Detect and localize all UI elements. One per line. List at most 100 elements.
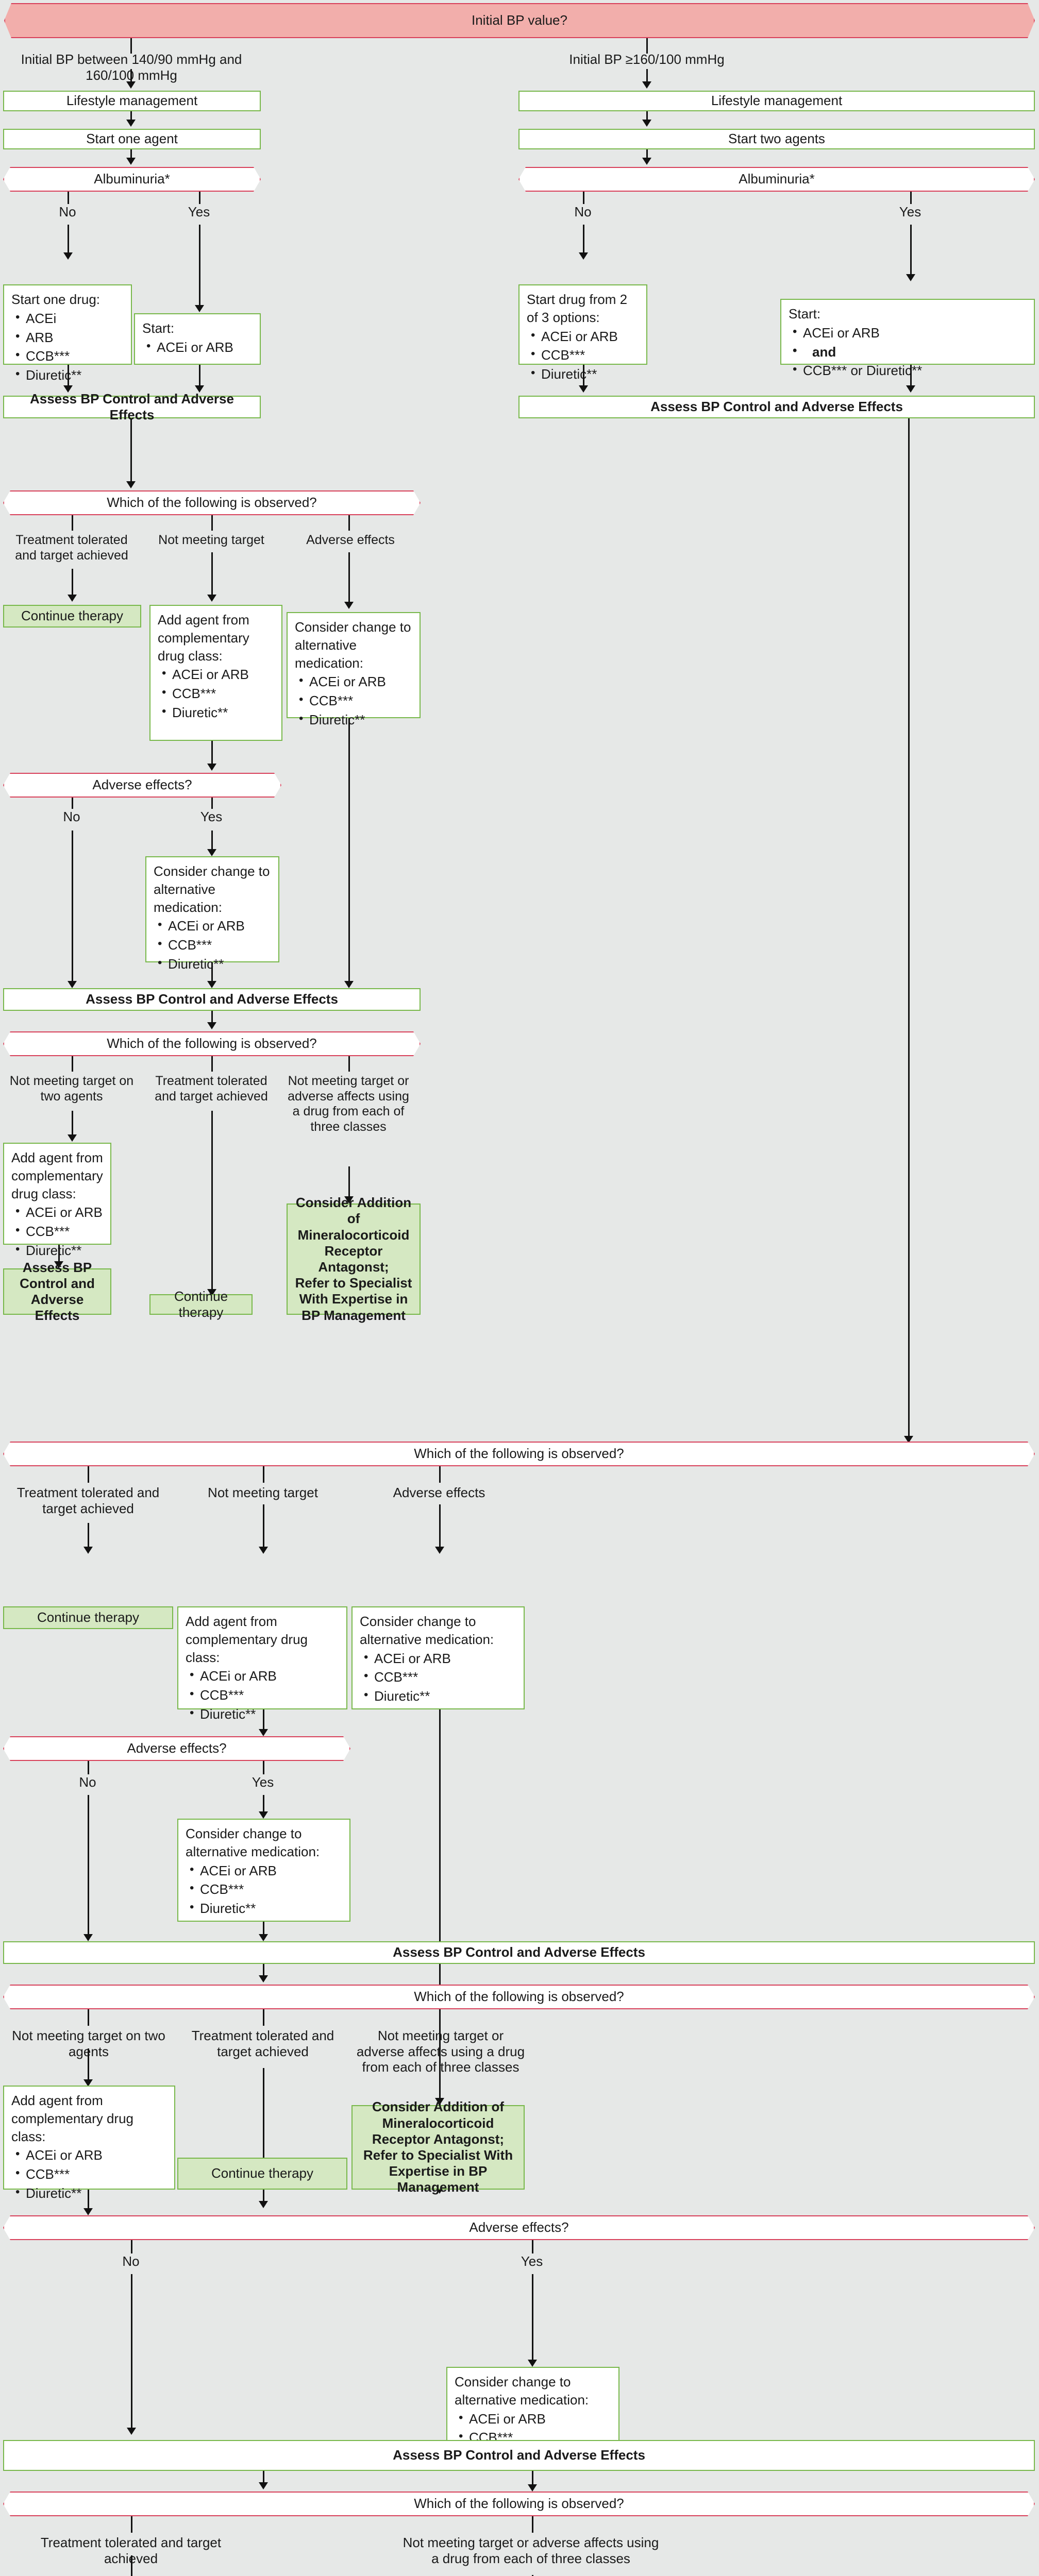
process-s4-add-agent[interactable]: Add agent from complementary drug class:… (177, 1606, 347, 1722)
list-item: ARB (11, 328, 124, 347)
connector (263, 1964, 264, 1977)
connector (199, 365, 200, 387)
decision-s5-adverse-effects[interactable]: Adverse effects? (3, 2215, 1035, 2240)
process-right-lifestyle[interactable]: Lifestyle management (518, 91, 1035, 111)
arrowhead (207, 981, 216, 988)
process-s2-add-agent[interactable]: Add agent from complementary drug class:… (149, 605, 282, 741)
terminal-s2-continue-therapy[interactable]: Continue therapy (3, 605, 141, 628)
connector (131, 2274, 132, 2432)
process-s4-assess[interactable]: Assess BP Control and Adverse Effects (3, 1941, 1035, 1964)
decision-initial-bp[interactable]: Initial BP value? (4, 3, 1035, 38)
connector (348, 1166, 350, 1198)
decision-s6-label: Which of the following is observed? (414, 2496, 624, 2512)
connector (58, 1245, 60, 1263)
arrowhead (904, 1436, 913, 1443)
process-start-combo[interactable]: Start: ACEi or ARB and CCB*** or Diureti… (780, 299, 1035, 378)
connector (532, 2240, 533, 2253)
decision-initial-bp-label: Initial BP value? (472, 12, 567, 28)
terminal-s2-continue-label: Continue therapy (21, 608, 124, 624)
branch-label-right-bp-high: Initial BP ≥160/100 mmHg (569, 52, 725, 67)
connector (263, 2068, 264, 2203)
decision-right-albuminuria[interactable]: Albuminuria* (518, 167, 1035, 192)
arrowhead (435, 2098, 444, 2105)
terminal-s5-mineralocorticoid[interactable]: Consider Addition of Mineralocorticoid R… (351, 2099, 525, 2195)
decision-s2-adverse-effects[interactable]: Adverse effects? (3, 773, 281, 798)
terminal-s3-assess[interactable]: Assess BP Control and Adverse Effects (3, 1260, 111, 1323)
list-item: ACEi or ARB (527, 327, 639, 346)
terminal-s3-continue-therapy[interactable]: Continue therapy (149, 1289, 253, 1320)
branch-label-s3-c: Not meeting target or adverse affects us… (288, 1074, 409, 1134)
decision-s5-which-observed[interactable]: Which of the following is observed? (3, 1985, 1035, 2009)
process-right-start-two-agents[interactable]: Start two agents (518, 129, 1035, 149)
box-title: Start: (789, 306, 821, 321)
arrowhead (906, 274, 915, 281)
arrowhead (259, 1811, 268, 1819)
process-s5-assess[interactable]: Assess BP Control and Adverse Effects (3, 2440, 1035, 2471)
terminal-s3-continue-label: Continue therapy (174, 1288, 228, 1320)
arrowhead (126, 81, 136, 89)
branch-label-s2-c: Adverse effects (306, 533, 395, 547)
process-s2-consider-change[interactable]: Consider change to alternative medicatio… (287, 612, 421, 727)
process-start-acei-arb[interactable]: Start: ACEi or ARB (134, 313, 261, 365)
process-left-assess[interactable]: Assess BP Control and Adverse Effects (3, 391, 261, 422)
list-item: CCB*** (11, 347, 124, 365)
process-right-assess[interactable]: Assess BP Control and Adverse Effects (518, 396, 1035, 418)
terminal-s5-continue-therapy[interactable]: Continue therapy (177, 2158, 347, 2190)
list-item: Diuretic** (527, 365, 639, 383)
connector (130, 149, 132, 160)
branch-label-s4-b: Not meeting target (208, 1485, 318, 1500)
decision-s4-which-observed[interactable]: Which of the following is observed? (3, 1442, 1035, 1466)
drug-list: ACEi or ARB CCB*** Diuretic** (158, 665, 274, 722)
connector (583, 192, 584, 204)
box-title: Consider change to alternative medicatio… (154, 863, 270, 915)
decision-s4-adverse-effects[interactable]: Adverse effects? (3, 1736, 350, 1761)
process-s5-add-agent[interactable]: Add agent from complementary drug class:… (3, 2086, 175, 2201)
list-item: Diuretic** (360, 1687, 516, 1705)
list-item: CCB*** (186, 1880, 342, 1899)
list-item: Diuretic** (158, 703, 274, 722)
process-s3-add-agent[interactable]: Add agent from complementary drug class:… (3, 1143, 111, 1258)
process-s2-assess[interactable]: Assess BP Control and Adverse Effects (3, 988, 421, 1011)
decision-s3-label: Which of the following is observed? (107, 1036, 317, 1052)
connector (263, 1709, 264, 1731)
decision-right-albuminuria-label: Albuminuria* (739, 171, 815, 187)
connector (910, 225, 912, 276)
arrowhead (63, 385, 73, 393)
decision-s2-adverse-label: Adverse effects? (92, 777, 192, 793)
process-s2-consider-change-content: Consider change to alternative medicatio… (288, 613, 420, 735)
drug-list: ACEi or ARB CCB*** Diuretic** (295, 672, 412, 728)
arrowhead (68, 1134, 77, 1142)
connector (130, 111, 132, 122)
process-left-start-one-agent[interactable]: Start one agent (3, 129, 261, 149)
connector (263, 1922, 264, 1939)
process-s2-yes-consider-change[interactable]: Consider change to alternative medicatio… (145, 856, 279, 972)
list-item: CCB*** or Diuretic** (789, 361, 1027, 380)
arrowhead (68, 981, 77, 988)
decision-left-albuminuria[interactable]: Albuminuria* (3, 167, 261, 192)
terminal-s5-continue-label: Continue therapy (211, 2165, 314, 2181)
arrowhead (528, 2360, 537, 2367)
connector (130, 418, 132, 483)
process-s4-yes-consider-change[interactable]: Consider change to alternative medicatio… (177, 1819, 350, 1922)
branch-label-s4-a: Treatment tolerated and target achieved (16, 1485, 160, 1516)
list-item: Diuretic** (154, 955, 271, 973)
decision-s6-which-observed[interactable]: Which of the following is observed? (3, 2492, 1035, 2516)
list-item: CCB*** (186, 1686, 339, 1704)
terminal-s4-continue-therapy[interactable]: Continue therapy (3, 1606, 173, 1629)
process-left-lifestyle[interactable]: Lifestyle management (3, 91, 261, 111)
connector (131, 2555, 132, 2576)
process-s2-add-agent-content: Add agent from complementary drug class:… (150, 606, 281, 728)
process-start-one-drug[interactable]: Start one drug: ACEi ARB CCB*** Diuretic… (3, 284, 132, 383)
connector (88, 2009, 89, 2026)
arrowhead (83, 2208, 93, 2215)
process-s5-add-agent-content: Add agent from complementary drug class:… (4, 2087, 174, 2209)
arrowhead (259, 1729, 268, 1736)
terminal-s3-mineralocorticoid[interactable]: Consider Addition of Mineralocorticoid R… (287, 1195, 421, 1323)
process-right-assess-label: Assess BP Control and Adverse Effects (650, 399, 903, 415)
box-title: Consider change to alternative medicatio… (455, 2374, 589, 2408)
process-start-drug-2-of-3[interactable]: Start drug from 2 of 3 options: ACEi or … (518, 284, 647, 382)
process-s4-consider-change[interactable]: Consider change to alternative medicatio… (351, 1606, 525, 1709)
decision-s2-which-observed[interactable]: Which of the following is observed? (3, 490, 421, 515)
decision-s3-which-observed[interactable]: Which of the following is observed? (3, 1031, 421, 1056)
process-s2-assess-label: Assess BP Control and Adverse Effects (86, 991, 338, 1007)
